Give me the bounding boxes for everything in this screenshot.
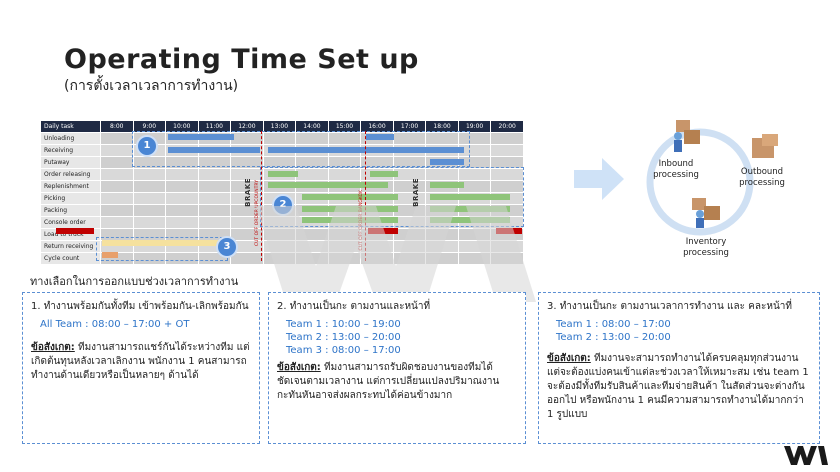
hour-label: 19:00 — [457, 120, 492, 133]
note-text: ทีมงานจะสามารถทำงานได้ครบคลุมทุกส่วนงาน … — [547, 353, 809, 420]
task-label: Unloading — [40, 132, 101, 145]
hour-label: 8:00 — [100, 120, 134, 133]
inbound-processing-label: Inbound processing — [653, 159, 699, 180]
note-text: ทีมงานสามารถแชร์กันได้ระหว่างทีม แต่เกิด… — [31, 342, 250, 381]
wm-logo: WM — [784, 444, 828, 470]
team-schedule: Team 1 : 10:00 – 19:00 — [286, 319, 401, 330]
page-subtitle: (การตั้งเวลาเวลาการทำงาน) — [64, 78, 239, 94]
inventory-processing-label: Inventory processing — [683, 237, 729, 258]
task-label: Cycle count — [40, 252, 101, 265]
note-text: ทีมงานสามารถรับผิดชอบงานของทีมได้ชัดเจนต… — [277, 362, 500, 401]
box-icon — [752, 134, 778, 158]
gantt-header-row: Daily task 8:00 9:00 10:00 11:00 12:00 1… — [40, 120, 524, 133]
option-title: 2. ทำงานเป็นกะ ตามงานและหน้าที่ — [277, 301, 431, 312]
hour-label: 11:00 — [197, 120, 232, 133]
task-label: Packing — [40, 204, 101, 217]
team-schedule: All Team : 08:00 – 17:00 + OT — [40, 319, 190, 330]
hour-label: 18:00 — [425, 120, 459, 133]
worker-boxes-icon — [674, 120, 700, 152]
team-schedule: Team 3 : 08:00 – 17:00 — [286, 345, 401, 356]
task-label: Console order — [40, 216, 101, 229]
option-teams: All Team : 08:00 – 17:00 + OT — [31, 318, 251, 331]
gantt-row: Picking — [40, 192, 524, 205]
hour-label: 20:00 — [490, 120, 524, 133]
option-note: ข้อสังเกต: ทีมงานสามารถรับผิดชอบงานของที… — [277, 361, 517, 403]
option-teams: Team 1 : 08:00 – 17:00 Team 2 : 13:00 – … — [547, 318, 811, 344]
task-label: Return receiving — [40, 240, 101, 253]
process-cycle: Inbound processing Outbound processing I… — [618, 112, 788, 262]
note-label: ข้อสังเกต: — [547, 353, 591, 364]
option-card-3: 3. ทำงานเป็นกะ ตามงานเวลาการทำงาน และ คล… — [538, 292, 820, 444]
option-note: ข้อสังเกต: ทีมงานสามารถแชร์กันได้ระหว่าง… — [31, 341, 251, 383]
gantt-corner-label: Daily task — [40, 120, 101, 133]
gantt-row: Replenishment — [40, 180, 524, 193]
option-note: ข้อสังเกต: ทีมงานจะสามารถทำงานได้ครบคลุม… — [547, 352, 811, 422]
task-label: Order releasing — [40, 168, 101, 181]
gantt-row: Cycle count — [40, 252, 524, 265]
option-title: 3. ทำงานเป็นกะ ตามงานเวลาการทำงาน และ คล… — [547, 301, 792, 312]
gantt-row: Putaway — [40, 156, 524, 169]
team-schedule: Team 1 : 08:00 – 17:00 — [556, 319, 671, 330]
note-label: ข้อสังเกต: — [31, 342, 75, 353]
page-title: Operating Time Set up — [64, 44, 419, 75]
note-label: ข้อสังเกต: — [277, 362, 321, 373]
task-label: Putaway — [40, 156, 101, 169]
outbound-processing-label: Outbound processing — [739, 167, 785, 188]
hour-label: 14:00 — [295, 120, 329, 133]
hour-label: 13:00 — [262, 120, 297, 133]
gantt-row: Order releasing — [40, 168, 524, 181]
option-teams: Team 1 : 10:00 – 19:00 Team 2 : 13:00 – … — [277, 318, 517, 357]
team-schedule: Team 2 : 13:00 – 20:00 — [286, 332, 401, 343]
hour-label: 12:00 — [230, 120, 264, 133]
task-label: Replenishment — [40, 180, 101, 193]
option-card-1: 1. ทำงานพร้อมกันทั้งทีม เข้าพร้อมกัน-เลิ… — [22, 292, 260, 444]
gantt-row: Unloading — [40, 132, 524, 145]
option-title: 1. ทำงานพร้อมกันทั้งทีม เข้าพร้อมกัน-เลิ… — [31, 301, 249, 312]
task-label: Picking — [40, 192, 101, 205]
watermark-logo — [256, 206, 536, 302]
wm-logo-icon — [784, 446, 828, 465]
team-schedule: Team 2 : 13:00 – 20:00 — [556, 332, 671, 343]
option-card-2: 2. ทำงานเป็นกะ ตามงานและหน้าที่ Team 1 :… — [268, 292, 526, 444]
task-label: Load to truck — [40, 228, 101, 241]
hour-label: 9:00 — [132, 120, 167, 133]
options-heading: ทางเลือกในการออกแบบช่วงเวลาการทำงาน — [30, 275, 239, 288]
hour-label: 10:00 — [165, 120, 199, 133]
arrow-right-icon — [574, 158, 624, 200]
inventory-worker-icon — [692, 198, 720, 228]
gantt-row: Receiving — [40, 144, 524, 157]
task-label: Receiving — [40, 144, 101, 157]
hour-label: 16:00 — [360, 120, 394, 133]
hour-label: 17:00 — [392, 120, 427, 133]
hour-label: 15:00 — [327, 120, 362, 133]
